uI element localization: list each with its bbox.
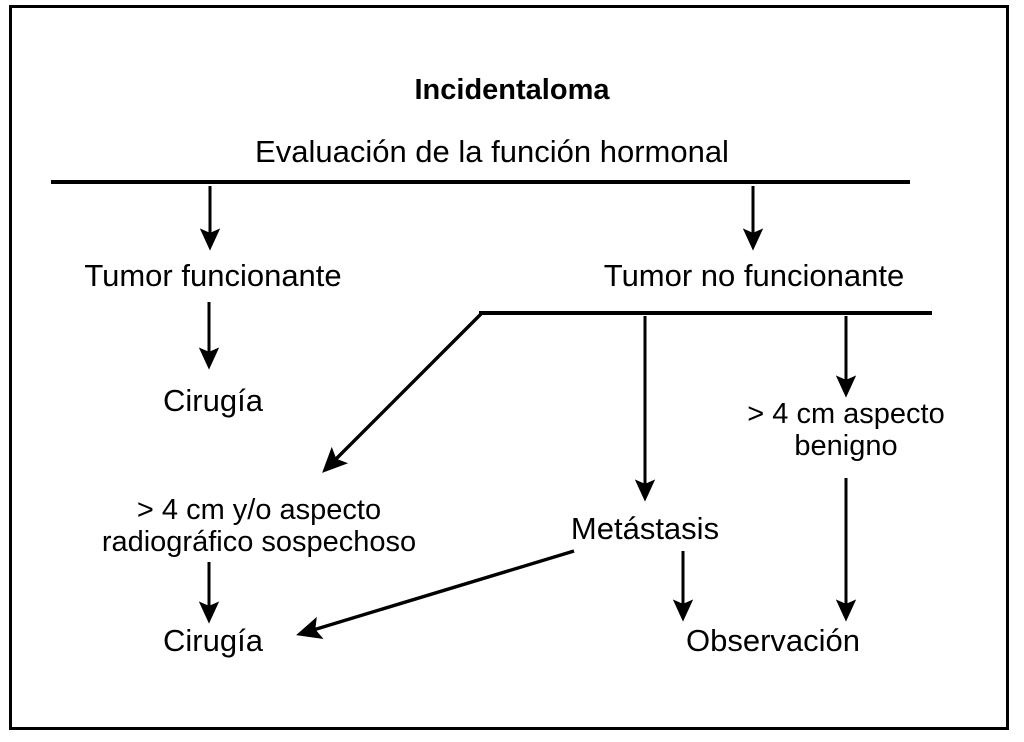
node-tumor-funcionante: Tumor funcionante: [84, 258, 342, 293]
diagram-frame-border: [9, 5, 1009, 730]
node-observacion: Observación: [685, 623, 861, 658]
node-metastasis: Metástasis: [570, 511, 720, 546]
node-tumor-no-funcionante: Tumor no funcionante: [603, 258, 905, 293]
node-aspecto-sospechoso: > 4 cm y/o aspecto radiográfico sospecho…: [101, 494, 417, 559]
diagram-title: Incidentaloma: [414, 74, 610, 106]
node-cirugia-left: Cirugía: [163, 383, 263, 418]
node-aspecto-benigno: > 4 cm aspecto benigno: [747, 398, 945, 463]
node-cirugia-bottom: Cirugía: [163, 623, 263, 658]
node-evaluation: Evaluación de la función hormonal: [255, 134, 729, 169]
